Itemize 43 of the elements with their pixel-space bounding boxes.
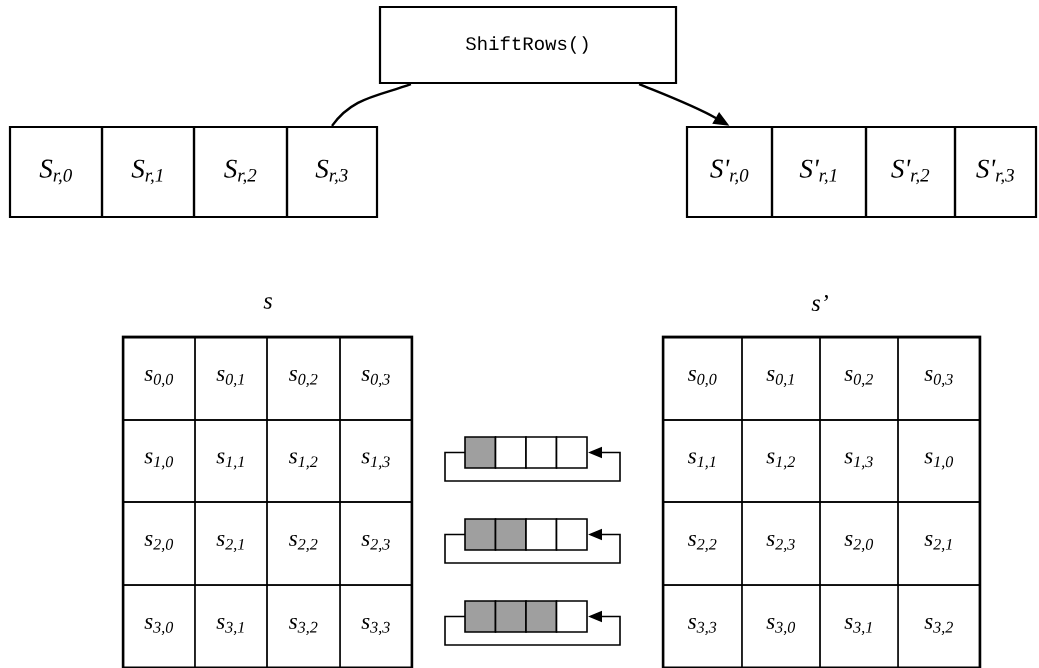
table-cell: s$_{2,3}$: [339, 501, 413, 586]
table-cell: s$_{3,3}$: [339, 584, 413, 668]
table-cell: s$_{3,2}$: [266, 584, 341, 668]
table-cell: s$_{0,1}$: [741, 336, 821, 421]
table-cell: s$_{3,0}$: [122, 584, 196, 668]
table-cell: s$_{1,0}$: [122, 419, 196, 503]
byte-box: S'$_{r,0}$: [685, 125, 774, 219]
table-cell: s$_{0,3}$: [897, 336, 981, 421]
byte-box: S'$_{r,1}$: [770, 125, 868, 219]
table-cell: s$_{3,2}$: [897, 584, 981, 668]
table-cell: s$_{1,0}$: [897, 419, 981, 503]
byte-box: S'$_{r,3}$: [953, 125, 1038, 219]
matrix-title: s: [263, 297, 272, 309]
table-cell: s$_{2,2}$: [266, 501, 341, 586]
table-cell: s$_{2,0}$: [122, 501, 196, 586]
table-cell: s$_{1,3}$: [819, 419, 899, 503]
table-cell: s$_{0,1}$: [194, 336, 268, 421]
table-cell: s$_{2,2}$: [662, 501, 743, 586]
table-cell: s$_{2,1}$: [194, 501, 268, 586]
byte-box: S$_{r,0}$: [8, 125, 104, 219]
byte-box: S$_{r,1}$: [100, 125, 196, 219]
function-box: ShiftRows(): [378, 5, 678, 85]
table-cell: s$_{1,2}$: [266, 419, 341, 503]
table-cell: s$_{2,3}$: [741, 501, 821, 586]
table-cell: s$_{1,1}$: [194, 419, 268, 503]
table-cell: s$_{3,1}$: [819, 584, 899, 668]
table-cell: s$_{2,1}$: [897, 501, 981, 586]
byte-box: S$_{r,2}$: [192, 125, 289, 219]
table-cell: s$_{1,2}$: [741, 419, 821, 503]
table-cell: s$_{3,0}$: [741, 584, 821, 668]
table-cell: s$_{0,3}$: [339, 336, 413, 421]
label: s$_{0,0}$: [144, 369, 174, 388]
label: s$_{0,0}$: [688, 369, 717, 388]
table-cell: s$_{3,1}$: [194, 584, 268, 668]
table-cell: s$_{0,2}$: [266, 336, 341, 421]
byte-box: S$_{r,3}$: [285, 125, 379, 219]
matrix-title: s’: [811, 294, 828, 312]
byte-box: S'$_{r,2}$: [864, 125, 957, 219]
table-cell: s$_{1,3}$: [339, 419, 413, 503]
table-cell: s$_{2,0}$: [819, 501, 899, 586]
table-cell: s$_{0,2}$: [819, 336, 899, 421]
table-cell: s$_{1,1}$: [662, 419, 743, 503]
table-cell: s$_{3,3}$: [662, 584, 743, 668]
